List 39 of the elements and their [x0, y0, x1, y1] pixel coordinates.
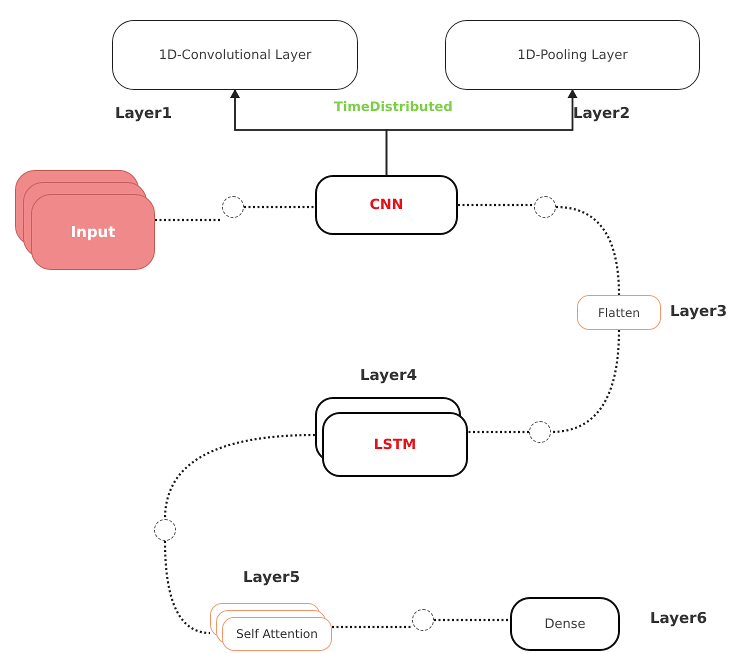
node-label: Flatten — [598, 306, 640, 320]
arrow — [386, 89, 578, 175]
connector-line — [458, 204, 534, 206]
connector-line — [434, 618, 510, 622]
layer-number-label: Layer4 — [360, 366, 418, 384]
connector-line — [468, 430, 529, 434]
node-label: Self Attention — [236, 627, 318, 641]
connector-line — [155, 218, 222, 222]
layer-box — [577, 295, 661, 330]
connector-circle — [534, 196, 556, 218]
layer-number-label: Layer5 — [243, 568, 300, 586]
stacked-layer-box — [15, 170, 155, 270]
layer-box — [112, 20, 358, 90]
connector-line — [164, 540, 210, 634]
connector-circle — [222, 196, 244, 218]
node-label: 1D-Pooling Layer — [517, 48, 628, 62]
connector-circle — [412, 609, 434, 631]
stacked-layer-box — [210, 603, 332, 651]
connector-circle — [529, 421, 551, 443]
layer-number-label: Layer3 — [670, 302, 728, 320]
connector-circle — [154, 519, 176, 541]
node-label: LSTM — [374, 436, 416, 452]
connector-line — [332, 626, 412, 628]
layer-number-label: Layer6 — [650, 609, 708, 627]
stacked-layer-box — [315, 397, 468, 477]
layer-number-label: Layer1 — [115, 104, 172, 122]
connector-line — [164, 434, 316, 520]
layer-number-label: Layer2 — [573, 104, 630, 122]
layer-box — [445, 20, 700, 90]
node-label: CNN — [370, 197, 404, 213]
node-label: 1D-Convolutional Layer — [158, 48, 312, 62]
annotation-text: TimeDistributed — [333, 100, 454, 115]
connector-line — [556, 206, 620, 296]
connector-line — [550, 330, 620, 434]
node-label: Dense — [544, 616, 586, 632]
layer-box — [510, 597, 620, 651]
node-label: Input — [70, 223, 116, 241]
connector-line — [244, 206, 315, 208]
layer-box — [315, 175, 458, 235]
